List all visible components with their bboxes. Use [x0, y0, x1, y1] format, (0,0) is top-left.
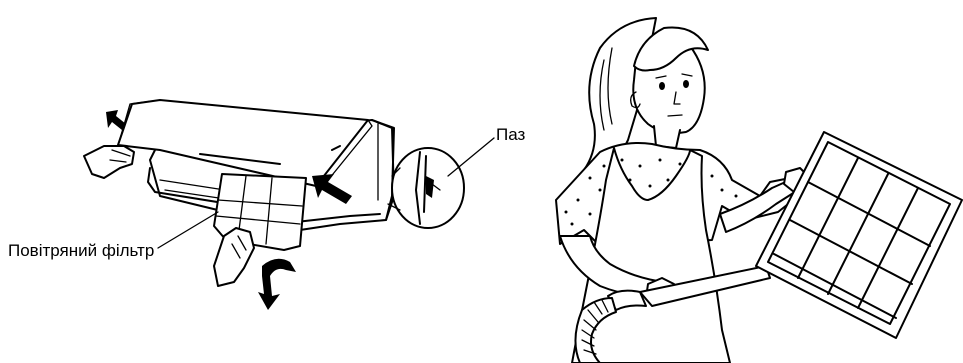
slot-detail-circle	[387, 137, 495, 229]
push-arrow-icon	[312, 174, 352, 204]
lift-arrow-icon	[106, 110, 126, 130]
hand-lifting-panel-icon	[83, 145, 135, 179]
air-filter-panel-illustration	[755, 131, 963, 339]
air-filter-label: Повітряний фільтр	[8, 241, 155, 260]
hand-pulling-filter-icon	[213, 227, 255, 287]
filter-leader-line	[157, 211, 219, 249]
slot-label: Паз	[496, 125, 526, 144]
vacuum-cleaner-hose-icon	[574, 265, 771, 363]
rotate-arrow-icon	[258, 258, 296, 310]
